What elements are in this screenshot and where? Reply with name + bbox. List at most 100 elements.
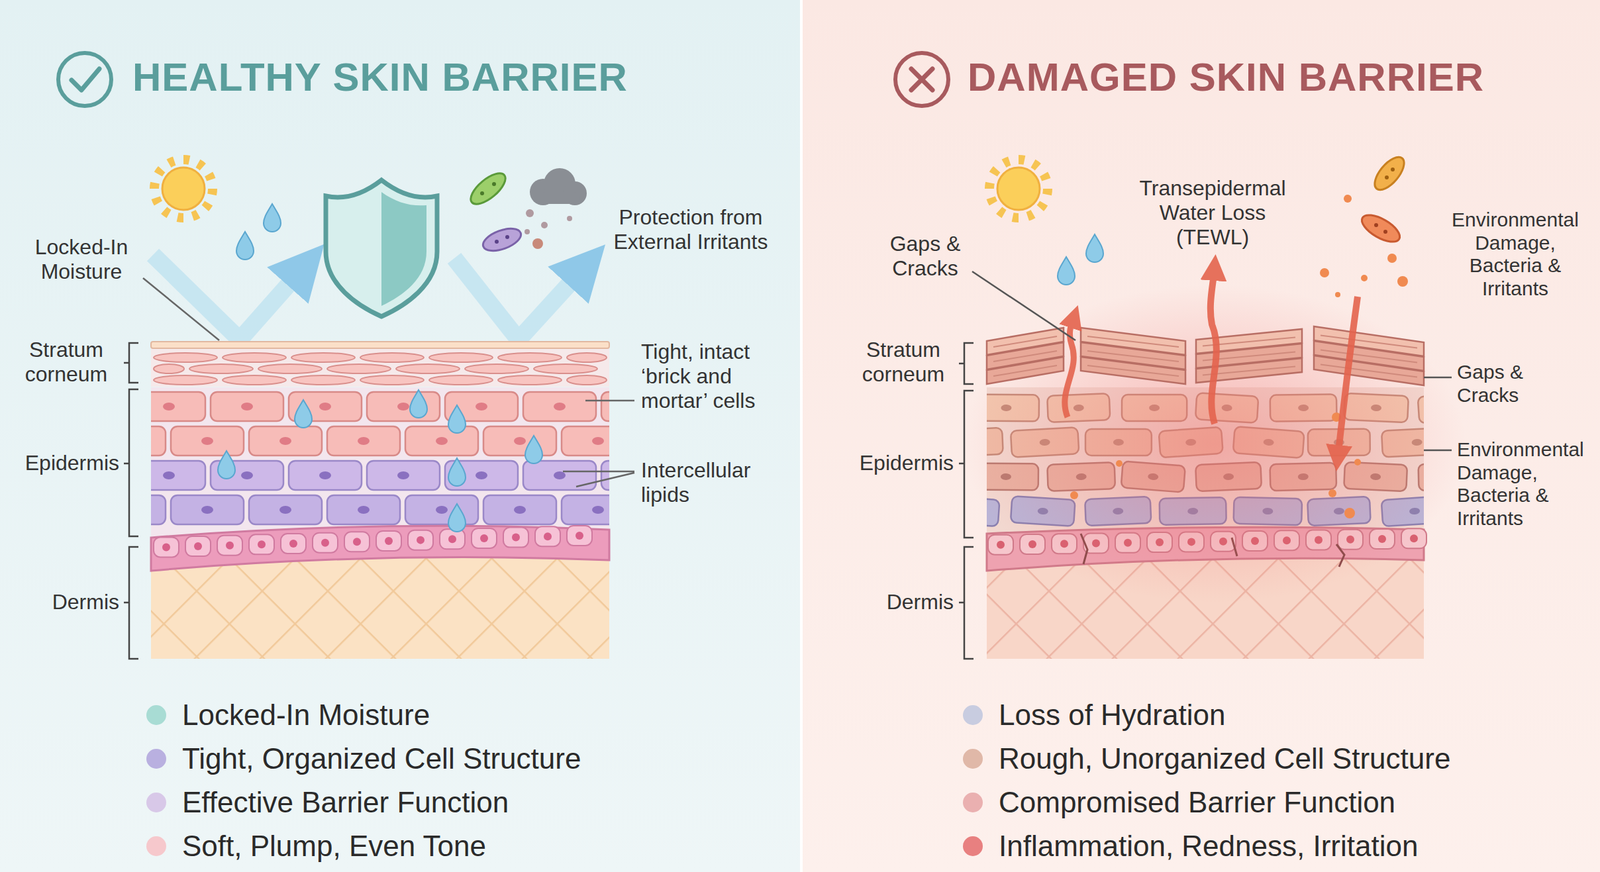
skin-cell (553, 471, 566, 480)
legend-swatch (962, 749, 983, 769)
skin-cell (601, 392, 610, 422)
skin-cell (543, 532, 552, 541)
panel-title: DAMAGED SKIN BARRIER (967, 54, 1591, 100)
legend-swatch (146, 705, 167, 726)
skin-cell (222, 375, 287, 385)
skin-cell (986, 327, 1064, 355)
legend-row: Tight, Organized Cell Structure (146, 740, 581, 778)
legend-text: Effective Barrier Function (182, 786, 509, 820)
annotation-label: Locked-In Moisture (21, 235, 142, 285)
skin-cell (483, 495, 557, 525)
skin-cell (993, 336, 1057, 348)
legend-row: Compromised Barrier Function (962, 784, 1396, 822)
skin-cell (150, 495, 166, 525)
annotation-label: Epidermis (13, 450, 120, 476)
skin-cell (360, 375, 424, 385)
skin-cell (257, 540, 266, 549)
legend-row: Inflammation, Redness, Irritation (962, 827, 1418, 865)
skin-cell (480, 534, 489, 543)
skin-cell (150, 460, 206, 491)
skin-cell (289, 539, 298, 548)
skin-cell (241, 402, 253, 411)
skin-cell (397, 402, 410, 411)
skin-cell (194, 542, 202, 551)
skin-cell (575, 531, 584, 540)
skin-cell (566, 352, 607, 363)
skin-cell (1080, 327, 1186, 355)
legend-swatch (962, 792, 983, 813)
skin-cell (249, 495, 322, 525)
skin-cell (513, 505, 526, 514)
skin-cell (280, 533, 306, 554)
skin-cell (566, 375, 607, 385)
skin-cell (357, 437, 370, 446)
skin-cell (429, 375, 493, 385)
skin-cell (561, 495, 610, 525)
skin-cell (1087, 336, 1179, 348)
skin-cell (222, 352, 287, 363)
legend-swatch (146, 749, 167, 769)
skin-cell (601, 460, 610, 491)
skin-cell (201, 505, 214, 514)
skin-cell (416, 536, 425, 545)
skin-cell (321, 539, 330, 548)
skin-cell (511, 533, 520, 542)
skin-cell (258, 364, 322, 374)
annotation-label: Tight, intact ‘brick and mortar’ cells (641, 339, 784, 413)
skin-cell (327, 495, 400, 525)
skin-cell (592, 437, 604, 446)
legend-text: Inflammation, Redness, Irritation (998, 829, 1418, 863)
legend-text: Locked-In Moisture (182, 698, 430, 732)
skin-cell (162, 543, 171, 551)
skin-cell (535, 526, 561, 547)
skin-cell (396, 364, 460, 374)
annotation-label: Protection from External Irritants (607, 205, 774, 255)
skin-cell (366, 460, 440, 491)
skin-cell (498, 375, 562, 385)
skin-cell (153, 352, 218, 363)
skin-cell (397, 471, 410, 480)
skin-cell (185, 536, 211, 557)
skin-cell (150, 392, 206, 422)
skin-cell (170, 426, 244, 456)
annotation-label: Environmental Damage, Bacteria & Irritan… (1435, 208, 1595, 300)
skin-cell (249, 426, 322, 456)
annotation-label: Dermis (13, 590, 120, 615)
annotation-label: Stratum corneum (16, 337, 116, 387)
legend-row: Rough, Unorganized Cell Structure (962, 740, 1451, 778)
legend-text: Compromised Barrier Function (998, 786, 1396, 820)
skin-cell (279, 505, 292, 514)
annotation-label: Transepidermal Water Loss (TEWL) (1133, 176, 1293, 250)
skin-cell (988, 535, 1014, 555)
skin-cell (566, 525, 593, 546)
skin-cell (405, 495, 479, 525)
skin-cell (1313, 326, 1424, 357)
skin-cell (592, 505, 604, 514)
skin-cell (189, 364, 253, 374)
skin-cell (407, 530, 434, 551)
annotation-label: Intercellular lipids (641, 458, 767, 508)
skin-cell (162, 471, 175, 480)
skin-cell (471, 528, 497, 549)
skin-cell (210, 392, 284, 422)
skin-cell (448, 535, 457, 544)
skin-cell (327, 364, 391, 374)
skin-cell (170, 495, 244, 525)
annotation-label: Dermis (847, 590, 954, 615)
skin-cell (291, 375, 355, 385)
skin-cell (553, 402, 566, 411)
skin-cell (288, 460, 362, 491)
skin-cell (366, 392, 440, 422)
skin-cell (1320, 335, 1418, 348)
skin-cell (503, 527, 529, 548)
skin-cell (405, 426, 479, 456)
legend-text: Soft, Plump, Even Tone (182, 829, 487, 863)
annotation-label: Gaps & Cracks (1456, 360, 1557, 407)
skin-cell (513, 437, 526, 446)
skin-cell (319, 402, 332, 411)
skin-cell (475, 402, 488, 411)
skin-cell (279, 437, 292, 446)
skin-cell (357, 505, 370, 514)
